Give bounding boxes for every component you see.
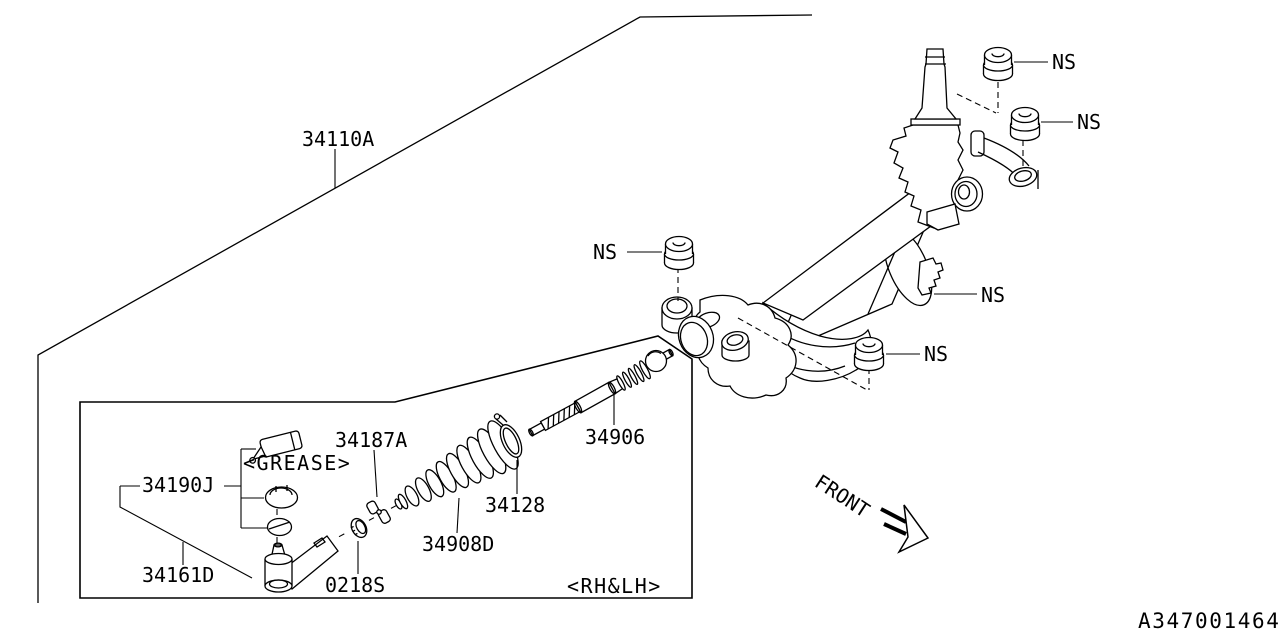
label-gear-box-assembly: 34110A: [302, 127, 374, 151]
label-ns-3: NS: [593, 240, 617, 264]
boot-clamp-icon: [493, 413, 523, 458]
reference-plane-lines: [37, 14, 813, 603]
castle-nut-icon: [264, 485, 299, 509]
bushing-icon: [853, 336, 885, 372]
label-inner-tie-rod: 34906: [585, 425, 645, 449]
label-ns-4: NS: [981, 283, 1005, 307]
label-grease: <GREASE>: [243, 451, 351, 475]
mount-eye-center: [721, 330, 750, 362]
label-ns-5: NS: [924, 342, 948, 366]
exploded-axis-dashes: [338, 504, 398, 538]
label-tie-rod-end: 34161D: [142, 563, 214, 587]
bushing-dashed-leaders: [677, 82, 1024, 391]
label-tie-rod-kit: 34190J: [142, 473, 214, 497]
gear-assembly-drawing: [661, 48, 1039, 399]
tie-rod-end-drawing: [264, 535, 339, 593]
mount-boss: [926, 176, 984, 231]
label-boot: 34908D: [422, 532, 494, 556]
front-arrow-icon: [897, 504, 930, 554]
lock-nut-icon: [350, 517, 368, 539]
leader-lines: [119, 61, 1073, 579]
pinion-housing: [889, 48, 1039, 231]
grease-tube-icon: [249, 430, 303, 464]
label-boot-clamp: 34128: [485, 493, 545, 517]
boot-clip-icon: [366, 500, 391, 524]
bushing-icon: [982, 46, 1014, 82]
input-shaft: [913, 48, 958, 120]
drawing-code: A347001464: [1138, 609, 1280, 633]
washer-icon: [266, 517, 293, 537]
front-label: FRONT: [811, 469, 875, 522]
label-ns-2: NS: [1077, 110, 1101, 134]
label-lock-nut: 0218S: [325, 573, 385, 597]
front-direction-marker: FRONT: [811, 469, 930, 554]
label-boot-clip: 34187A: [335, 428, 407, 452]
inner-tie-rod-drawing: [528, 348, 674, 437]
label-rh-lh: <RH&LH>: [567, 574, 662, 598]
left-mount-housing: [661, 294, 797, 399]
bushing-icon: [1009, 106, 1041, 142]
detail-box: [79, 335, 693, 599]
label-ns-1: NS: [1052, 50, 1076, 74]
sensor-tab: [970, 130, 985, 157]
mount-eye-right: [1008, 166, 1039, 189]
bushing-icon: [663, 235, 695, 271]
